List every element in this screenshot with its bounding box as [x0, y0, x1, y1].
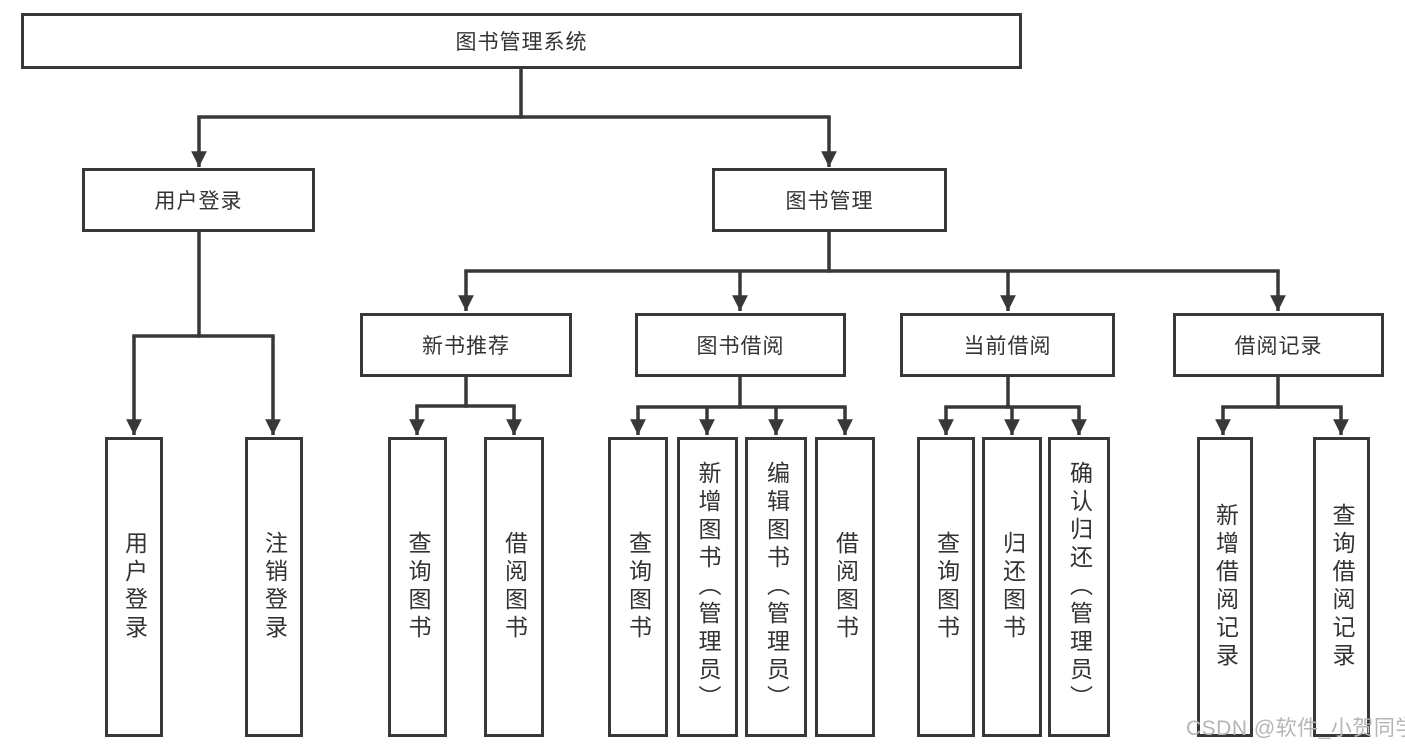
leaf-query-book-recommend-label: 查询图书 — [405, 531, 431, 643]
leaf-edit-book-admin: 编辑图书（管理员） — [745, 437, 807, 737]
node-current-borrow: 当前借阅 — [900, 313, 1115, 377]
node-current-borrow-label: 当前借阅 — [963, 335, 1052, 358]
leaf-logout-label: 注销登录 — [261, 531, 288, 643]
node-new-book-recommend: 新书推荐 — [360, 313, 572, 377]
leaf-borrow-book-recommend-label: 借阅图书 — [501, 531, 528, 643]
leaf-borrow-book-label: 借阅图书 — [832, 531, 859, 643]
leaf-add-borrow-record: 新增借阅记录 — [1197, 437, 1253, 737]
leaf-logout: 注销登录 — [245, 437, 303, 737]
leaf-query-borrow-record-label: 查询借阅记录 — [1329, 503, 1355, 671]
leaf-edit-book-admin-label: 编辑图书（管理员） — [763, 461, 790, 713]
node-book-borrow-label: 图书借阅 — [696, 335, 785, 358]
leaf-query-book-recommend: 查询图书 — [388, 437, 447, 737]
leaf-query-book-current: 查询图书 — [917, 437, 975, 737]
node-book-management-branch-label: 图书管理 — [785, 190, 874, 213]
node-borrow-records: 借阅记录 — [1173, 313, 1384, 377]
leaf-query-book-current-label: 查询图书 — [933, 531, 960, 643]
node-library-management-system-label: 图书管理系统 — [455, 31, 588, 54]
leaf-user-login-label: 用户登录 — [121, 531, 148, 643]
node-book-borrow: 图书借阅 — [635, 313, 846, 377]
leaf-borrow-book-recommend: 借阅图书 — [484, 437, 544, 737]
leaf-query-borrow-record: 查询借阅记录 — [1313, 437, 1370, 737]
csdn-watermark: CSDN @软件_小贺同学 — [1186, 717, 1405, 740]
node-book-management-branch: 图书管理 — [712, 168, 947, 232]
leaf-add-book-admin: 新增图书（管理员） — [677, 437, 738, 737]
node-borrow-records-label: 借阅记录 — [1234, 335, 1323, 358]
node-new-book-recommend-label: 新书推荐 — [422, 335, 510, 358]
leaf-query-book-borrow: 查询图书 — [608, 437, 668, 737]
node-library-management-system: 图书管理系统 — [21, 13, 1022, 69]
leaf-add-borrow-record-label: 新增借阅记录 — [1212, 503, 1239, 671]
leaf-return-book-label: 归还图书 — [999, 531, 1026, 643]
node-user-login-branch: 用户登录 — [82, 168, 315, 232]
leaf-user-login: 用户登录 — [105, 437, 163, 737]
node-user-login-branch-label: 用户登录 — [154, 190, 243, 213]
leaf-add-book-admin-label: 新增图书（管理员） — [695, 461, 721, 713]
leaf-borrow-book: 借阅图书 — [815, 437, 875, 737]
leaf-confirm-return-admin: 确认归还（管理员） — [1048, 437, 1110, 737]
leaf-return-book: 归还图书 — [982, 437, 1042, 737]
leaf-confirm-return-admin-label: 确认归还（管理员） — [1066, 461, 1093, 713]
leaf-query-book-borrow-label: 查询图书 — [625, 531, 652, 643]
